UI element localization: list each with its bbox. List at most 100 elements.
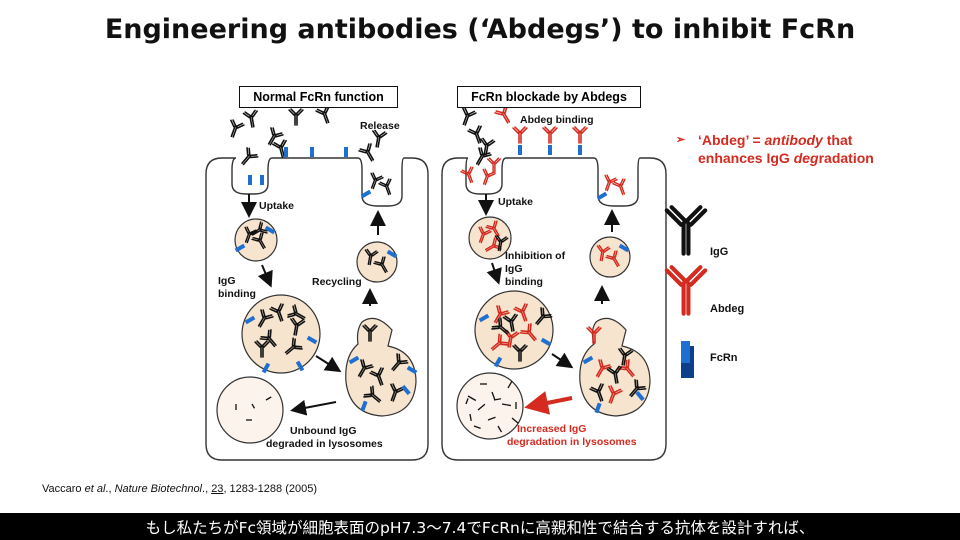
left-arrow-to-sorting (257, 264, 273, 288)
right-label-inhibition: Inhibition of IgG binding (505, 250, 565, 289)
fcrn-receptor (310, 147, 314, 157)
igg-fragment (465, 398, 469, 405)
abdeg-molecule (460, 166, 474, 184)
fcrn-receptor (306, 335, 318, 345)
right-arrow-to-tubule (551, 352, 574, 369)
definition-line1-a: ‘Abdeg’ = (698, 132, 765, 148)
abdeg-molecule (485, 220, 500, 238)
igg-molecule (502, 313, 518, 332)
definition-line2-b: deg (793, 150, 819, 166)
legend-label-igg: IgG (710, 246, 729, 258)
igg-molecule (378, 178, 392, 196)
igg-fragment (251, 403, 256, 409)
abdeg-molecule (605, 250, 620, 268)
abdeg-molecule (542, 126, 558, 144)
fcrn-receptor (596, 191, 608, 201)
fcrn-receptor (493, 356, 503, 368)
fcrn-receptor (264, 225, 276, 235)
igg-molecule (512, 344, 528, 362)
igg-fragment (507, 380, 513, 389)
right-label-inhibition-line3: binding (505, 276, 543, 288)
fcrn-receptor (401, 384, 411, 396)
igg-molecule (475, 147, 492, 166)
citation-pages-year: , 1283-1288 (2005) (223, 483, 318, 495)
bullet-arrow-icon: ➢ (676, 134, 686, 146)
igg-fragment (497, 425, 503, 433)
right-cell-membrane (441, 157, 667, 461)
definition-line2: enhances IgG degradation (698, 149, 948, 167)
igg-molecule (250, 221, 268, 236)
definition-line2-a: enhances IgG (698, 150, 794, 166)
fcrn-receptor (360, 189, 372, 199)
left-label-unbound: Unbound IgG degraded in lysosomes (266, 425, 434, 451)
igg-molecule (491, 317, 510, 335)
igg-molecule (494, 234, 509, 252)
fcrn-receptor (295, 360, 305, 372)
abdeg-molecule (617, 359, 635, 378)
left-label-uptake: Uptake (259, 200, 295, 212)
right-label-inhibition-line1: Inhibition of (505, 250, 566, 262)
fcrn-receptor (248, 175, 252, 185)
citation-etal: et al (84, 483, 106, 495)
left-label-igg-binding: IgG binding (218, 275, 256, 301)
igg-molecule (606, 365, 622, 384)
igg-molecule (230, 119, 245, 138)
igg-molecule (629, 379, 647, 398)
igg-molecule (370, 172, 384, 190)
left-cell-membrane (205, 157, 429, 461)
left-label-release: Release (360, 120, 400, 132)
abdeg-molecule (484, 237, 502, 252)
right-label-increased-degradation: Increased IgG degradation in lysosomes (507, 423, 667, 449)
left-arrow-to-tubule (315, 355, 342, 373)
legend-abdeg-icon (664, 265, 708, 316)
igg-molecule (267, 127, 284, 146)
left-label-igg-binding-line2: binding (218, 288, 256, 300)
subtitle-bar (0, 513, 960, 540)
definition-line1: ‘Abdeg’ = antibody that (698, 131, 948, 149)
citation-sep: ., (105, 483, 115, 495)
fcrn-receptor (386, 249, 398, 259)
citation-sep2: ., (202, 483, 212, 495)
legend-igg-icon (664, 205, 708, 256)
igg-molecule (290, 317, 306, 336)
igg-molecule (358, 143, 375, 162)
igg-molecule (254, 340, 270, 358)
igg-molecule (287, 304, 306, 321)
igg-molecule (467, 125, 482, 144)
fcrn-receptor (406, 365, 418, 375)
abdeg-molecule (572, 126, 588, 144)
fcrn-receptor (244, 315, 256, 325)
legend-fcrn-icon (681, 341, 694, 378)
abdeg-molecule (494, 105, 511, 124)
abdeg-molecule (478, 226, 492, 244)
abdeg-molecule (486, 157, 502, 174)
left-tubular-endosome (345, 317, 417, 417)
right-panel-label: FcRn blockade by Abdegs (457, 86, 641, 108)
fcrn-receptor (344, 147, 348, 157)
igg-molecule (618, 347, 634, 366)
fcrn-receptor (360, 400, 368, 412)
igg-fragment (265, 396, 272, 401)
igg-molecule (589, 383, 604, 402)
igg-molecule (462, 107, 477, 126)
right-label-abdeg-binding: Abdeg binding (520, 114, 594, 126)
igg-fragment (487, 416, 496, 421)
igg-molecule (315, 105, 330, 124)
right-label-increased-line1: Increased IgG (517, 423, 587, 435)
igg-molecule (391, 353, 409, 372)
igg-molecule (244, 226, 258, 244)
abdeg-molecule (612, 178, 626, 196)
igg-molecule (535, 307, 553, 326)
abdeg-molecule (513, 303, 528, 322)
molecule-layer (230, 105, 647, 433)
igg-fragment (491, 391, 496, 400)
fcrn-receptor (635, 390, 645, 402)
right-red-arrow-degradation (524, 391, 573, 415)
igg-fragment (501, 403, 511, 407)
left-arrow-to-lysosome (290, 399, 337, 416)
igg-molecule (369, 367, 384, 386)
right-label-uptake: Uptake (498, 196, 534, 208)
igg-fragment (469, 413, 472, 422)
